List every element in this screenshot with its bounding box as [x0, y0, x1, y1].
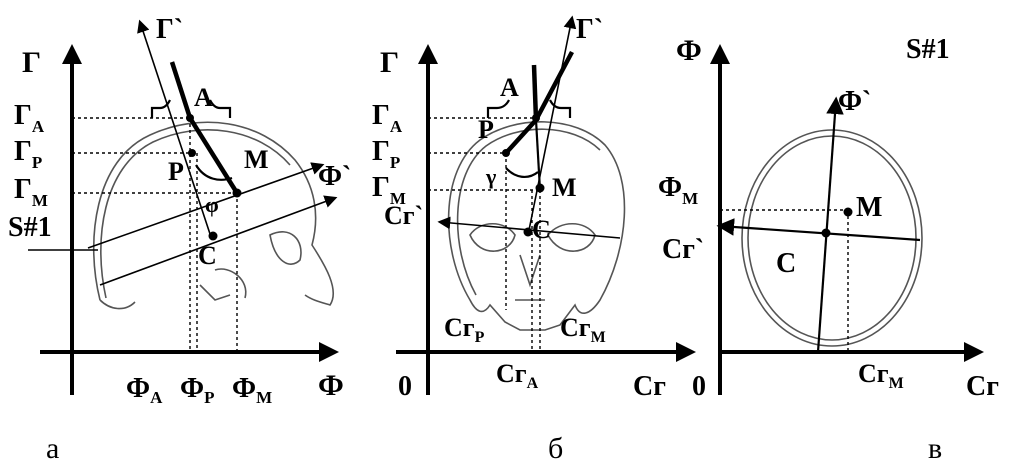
angle-label-b: γ	[485, 164, 496, 189]
point-a-a	[186, 114, 194, 122]
rot-axis-y-b	[527, 15, 577, 236]
origin-label-b: 0	[398, 371, 412, 402]
rot-axis-x-c	[716, 218, 921, 242]
axis-y-label-c: Ф	[676, 34, 702, 67]
axis-y-label-b: Г	[380, 46, 399, 79]
label-cgm-c: СгМ	[858, 359, 904, 392]
skull-frontal-outline	[447, 121, 626, 331]
point-c-c	[821, 228, 831, 238]
caption-b: б	[548, 432, 563, 465]
brace-b	[486, 99, 572, 118]
label-point-c-c: C	[776, 248, 796, 279]
label-point-a-b: A	[500, 73, 519, 102]
panel-b: Г Сг 0 Г` Сг` ГА ГР ГМ A P M C γ СгР СгМ…	[372, 14, 696, 465]
rot-axis-y-c	[816, 96, 844, 353]
angle-label-a: φ	[205, 192, 219, 217]
line-b-upper-right	[534, 50, 574, 122]
point-a-b	[532, 114, 540, 122]
axis-x-label-a: Ф	[318, 369, 344, 402]
point-c-a	[208, 231, 218, 241]
line-a-m	[188, 116, 239, 195]
angle-arc-b	[505, 167, 539, 178]
line-b-m	[534, 119, 542, 191]
rot-y-label-b: Г`	[576, 14, 603, 45]
point-c-b	[523, 227, 533, 237]
label-gm: ГМ	[14, 174, 48, 210]
label-point-m-c: M	[856, 192, 882, 223]
brace-a	[150, 99, 232, 118]
line-b-upper-left	[531, 64, 539, 121]
point-m-b	[535, 183, 545, 193]
rot-y-label-a: Г`	[156, 14, 183, 45]
s1-line-a	[99, 195, 338, 286]
label-fm: ФМ	[232, 373, 272, 407]
line-a-upper	[169, 61, 193, 119]
rot-axis-y-a	[137, 19, 213, 241]
angle-arc-a	[195, 164, 233, 181]
label-ga-b: ГА	[372, 100, 403, 136]
label-s1-c: S#1	[906, 34, 950, 65]
point-p-b	[502, 149, 510, 157]
label-cga: СгА	[496, 359, 539, 392]
label-point-m-a: M	[244, 145, 269, 174]
label-gp: ГР	[14, 136, 42, 172]
label-s1-a: S#1	[8, 212, 52, 243]
caption-c: в	[928, 432, 942, 465]
label-point-p-a: P	[168, 157, 184, 186]
skull-frontal-inner	[456, 128, 601, 296]
axis-x-label-c: Сг	[966, 371, 999, 402]
label-fp: ФР	[180, 373, 214, 407]
label-fm-c: ФМ	[658, 172, 698, 208]
orbit-right	[547, 222, 596, 252]
label-gp-b: ГР	[372, 136, 400, 172]
label-ga: ГА	[14, 100, 45, 136]
origin-label-c: 0	[692, 371, 706, 402]
label-cgm: СгМ	[560, 313, 606, 346]
rot-y-label-c: Ф`	[838, 86, 871, 117]
caption-a: а	[46, 432, 59, 465]
axis-y-label-a: Г	[22, 46, 41, 79]
orbit-shape	[269, 231, 302, 265]
panel-c: Ф Сг 0 S#1 Ф` Сг` ФМ M C СгМ в	[658, 34, 999, 465]
line-b-p	[504, 118, 538, 155]
label-cgp: СгР	[444, 313, 485, 346]
panel-a: Г Ф Г` Ф` ГА ГР ГМ S#1 A P M C φ ФА ФР Ф…	[8, 14, 351, 465]
label-point-c-a: C	[198, 241, 217, 270]
label-fa: ФА	[126, 373, 163, 407]
label-point-a-a: A	[194, 83, 213, 112]
rot-x-label-a: Ф`	[318, 161, 351, 192]
rot-x-label-c: Сг`	[662, 234, 704, 265]
jaw-shape	[199, 268, 247, 301]
label-point-m-b: M	[552, 173, 577, 202]
skull-lateral-outline	[92, 121, 335, 310]
rot-x-label-b: Сг`	[384, 201, 423, 230]
point-m-a	[232, 188, 242, 198]
axis-x-label-b: Сг	[633, 371, 666, 402]
label-point-c-b: C	[532, 215, 551, 244]
skull-top-outline	[741, 129, 923, 347]
label-point-p-b: P	[478, 115, 494, 144]
point-m-c	[843, 207, 853, 217]
label-gm-b: ГМ	[372, 172, 406, 208]
rot-axis-x-a	[87, 162, 325, 249]
skull-top-inner	[747, 135, 917, 341]
point-p-a	[188, 149, 196, 157]
